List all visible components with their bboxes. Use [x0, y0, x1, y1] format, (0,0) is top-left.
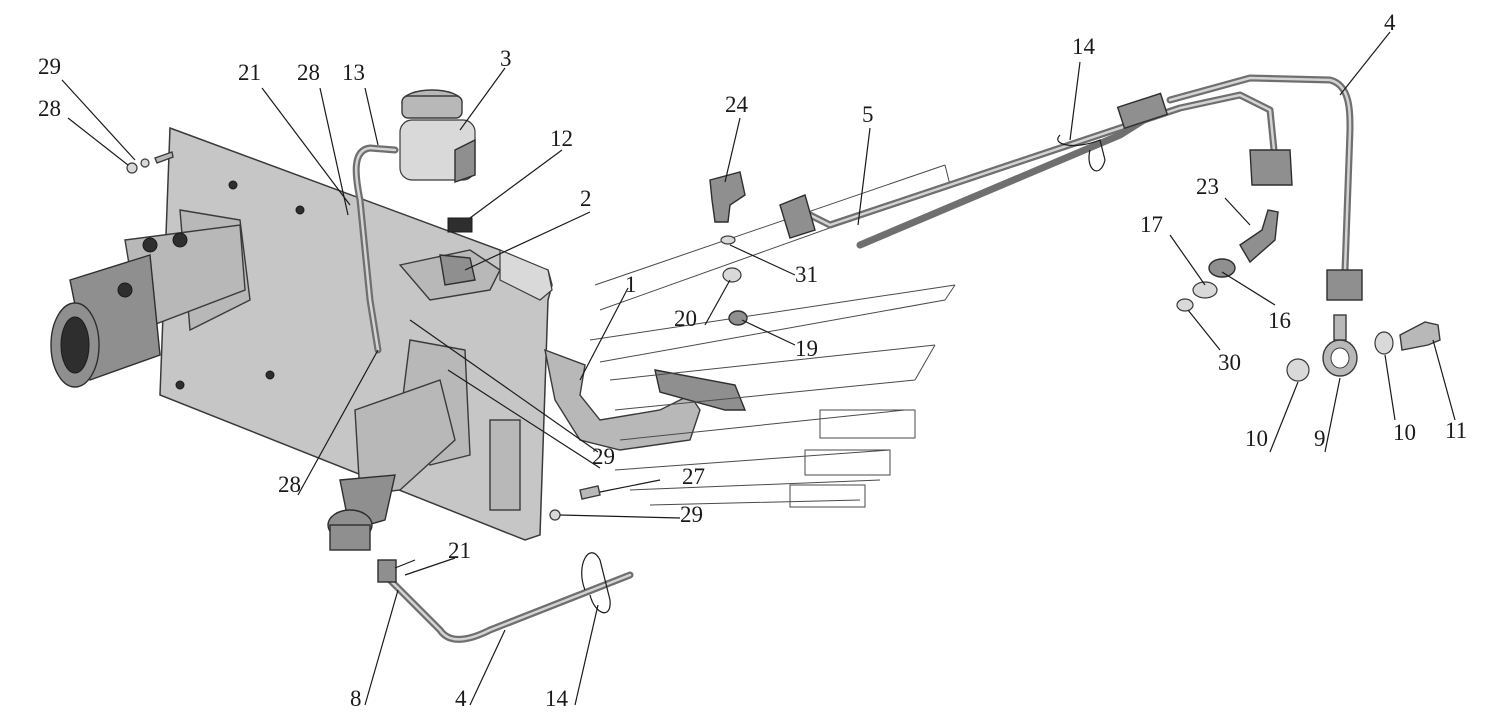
bolt-and-nut-top-left	[126, 151, 174, 174]
callout-1: 1	[625, 272, 637, 297]
reservoir-hose	[352, 144, 399, 354]
callout-9: 9	[1314, 426, 1326, 451]
washer-10-left	[1286, 358, 1310, 382]
banjo-fitting	[1322, 314, 1358, 377]
callout-31: 31	[795, 262, 818, 287]
callout-28-lower: 28	[278, 472, 301, 497]
callout-29-lower: 29	[680, 502, 703, 527]
nut-19	[728, 310, 748, 326]
leader-lines	[61, 31, 1456, 706]
callout-28-top: 28	[297, 60, 320, 85]
clamp	[447, 217, 473, 233]
angle-fitting	[709, 171, 746, 223]
pedal-ghost-outlines	[589, 164, 956, 508]
washer-29-lower	[549, 509, 561, 521]
washer-20	[722, 267, 742, 283]
master-cylinder	[327, 339, 471, 551]
callout-13: 13	[342, 60, 365, 85]
callout-21-top: 21	[238, 60, 261, 85]
callout-labels: 29 28 21 28 13 3 12 2 24 5 14 4 23 17 16…	[38, 10, 1467, 711]
callout-24: 24	[725, 92, 749, 117]
callout-21-lower: 21	[448, 538, 471, 563]
callout-8: 8	[350, 686, 362, 711]
callout-4-top: 4	[1384, 10, 1396, 35]
callout-4-lower: 4	[455, 686, 467, 711]
callout-29-middle: 29	[592, 444, 615, 469]
callout-16: 16	[1268, 308, 1291, 333]
washer-30	[1176, 298, 1194, 312]
fluid-reservoir	[399, 89, 476, 183]
callout-29-top-left: 29	[38, 54, 61, 79]
callout-10-left: 10	[1245, 426, 1268, 451]
callout-19: 19	[795, 336, 818, 361]
pedal-bracket	[398, 249, 501, 301]
clutch-booster-cylinder	[50, 209, 251, 388]
nut-16	[1208, 258, 1236, 278]
callout-14-lower: 14	[545, 686, 569, 711]
callout-11: 11	[1445, 418, 1467, 443]
callout-20: 20	[674, 306, 697, 331]
callout-28-top-left: 28	[38, 96, 61, 121]
callout-12: 12	[550, 126, 573, 151]
callout-30: 30	[1218, 350, 1241, 375]
bolt-27	[579, 485, 601, 500]
pipe-upper	[1166, 74, 1363, 301]
pipe-clip-upper	[1057, 134, 1106, 172]
callout-27: 27	[682, 464, 705, 489]
callout-5: 5	[862, 102, 874, 127]
callout-3: 3	[500, 46, 512, 71]
elbow-fitting	[1239, 209, 1279, 264]
pipe-long	[779, 91, 1293, 249]
washer-17	[1192, 281, 1218, 299]
pipe-lower	[377, 559, 634, 643]
callout-2: 2	[580, 186, 592, 211]
callout-10-right: 10	[1393, 420, 1416, 445]
callout-23: 23	[1196, 174, 1219, 199]
pipe-clip-lower	[581, 552, 611, 614]
washer-10-right	[1374, 331, 1394, 355]
banjo-bolt	[1399, 321, 1441, 351]
callout-17: 17	[1140, 212, 1163, 237]
callout-14-top: 14	[1072, 34, 1096, 59]
washer-31	[720, 235, 736, 245]
